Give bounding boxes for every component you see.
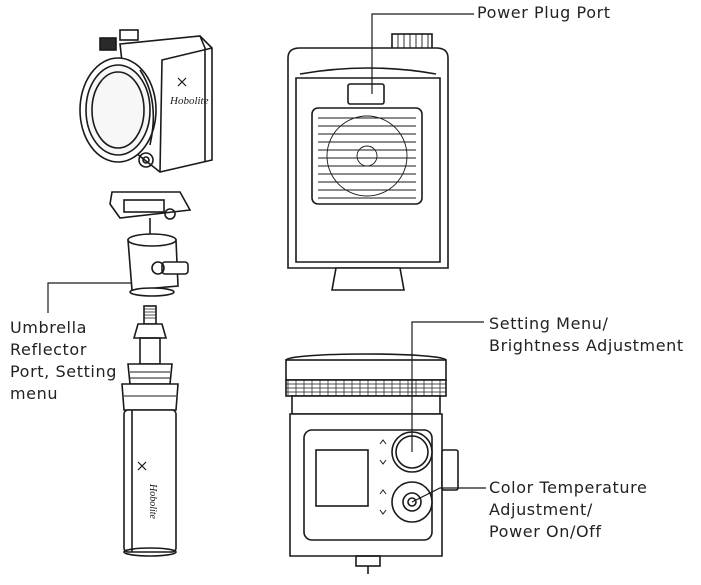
light-head-side-view xyxy=(285,353,459,574)
svg-text:Hobolite: Hobolite xyxy=(147,483,158,520)
setting-menu-label-line-2: Brightness Adjustment xyxy=(489,336,684,355)
umbrella-port-label-line-1: Umbrella xyxy=(10,318,88,337)
power-plug-port-label: Power Plug Port xyxy=(477,2,611,24)
color-temperature-label-line-3: Power On/Off xyxy=(489,522,602,541)
setting-menu-leader-line xyxy=(411,321,484,452)
color-temperature-label: Color Temperature Adjustment/ Power On/O… xyxy=(489,477,647,543)
light-head-front-view: Hobolite xyxy=(79,29,213,173)
color-temperature-label-line-2: Adjustment/ xyxy=(489,500,593,519)
ball-head xyxy=(127,233,189,297)
umbrella-port-label-line-2: Reflector xyxy=(10,340,88,359)
display-screen xyxy=(315,449,369,507)
handle-stick: Hobolite xyxy=(121,305,179,557)
color-temperature-leader-line xyxy=(411,487,486,503)
color-temperature-label-line-1: Color Temperature xyxy=(489,478,648,497)
power-plug-port-label-line-1: Power Plug Port xyxy=(477,3,611,22)
svg-text:Hobolite: Hobolite xyxy=(169,95,209,107)
setting-menu-label: Setting Menu/ Brightness Adjustment xyxy=(489,313,684,357)
umbrella-port-label: Umbrella Reflector Port, Setting menu xyxy=(10,317,117,405)
setting-menu-label-line-1: Setting Menu/ xyxy=(489,314,609,333)
light-head-rear-view xyxy=(287,33,449,291)
umbrella-port-label-line-3: Port, Setting xyxy=(10,362,117,381)
umbrella-port-leader-line xyxy=(47,282,132,313)
power-plug-port-leader-line xyxy=(371,13,474,94)
mount-clamp xyxy=(109,191,192,238)
power-plug-port xyxy=(347,83,385,105)
brand-logo-icon xyxy=(177,77,187,87)
umbrella-port-label-line-4: menu xyxy=(10,384,59,403)
